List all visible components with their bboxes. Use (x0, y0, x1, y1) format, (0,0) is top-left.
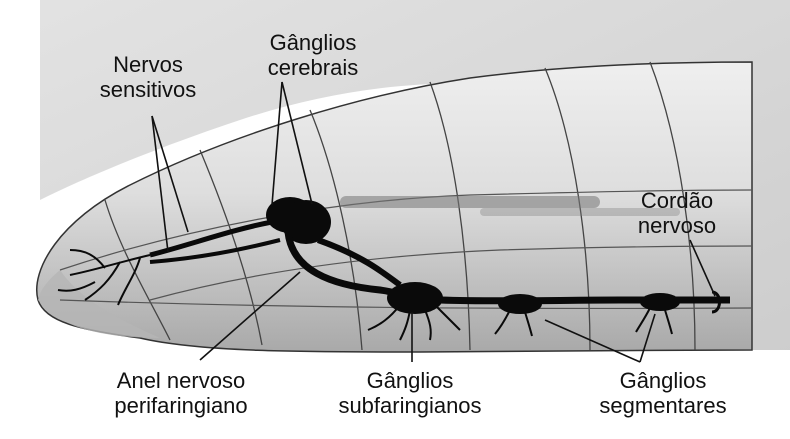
label-nerve-cord-line1: Cordão (622, 188, 732, 213)
label-nerve-cord: Cordão nervoso (622, 188, 732, 238)
label-sensory-nerves-line1: Nervos (88, 52, 208, 77)
segmental-ganglion-2 (640, 293, 680, 311)
label-subfaringeal-ganglia-line2: subfaringianos (320, 393, 500, 418)
label-subfaringeal-ganglia: Gânglios subfaringianos (320, 368, 500, 418)
label-segmental-ganglia: Gânglios segmentares (588, 368, 738, 418)
label-cerebral-ganglia-line2: cerebrais (248, 55, 378, 80)
label-cerebral-ganglia: Gânglios cerebrais (248, 30, 378, 80)
segmental-ganglion-1 (498, 294, 542, 314)
label-perifaringeal-ring-line1: Anel nervoso (96, 368, 266, 393)
label-segmental-ganglia-line2: segmentares (588, 393, 738, 418)
label-sensory-nerves: Nervos sensitivos (88, 52, 208, 102)
label-nerve-cord-line2: nervoso (622, 213, 732, 238)
label-perifaringeal-ring-line2: perifaringiano (96, 393, 266, 418)
label-segmental-ganglia-line1: Gânglios (588, 368, 738, 393)
label-sensory-nerves-line2: sensitivos (88, 77, 208, 102)
label-perifaringeal-ring: Anel nervoso perifaringiano (96, 368, 266, 418)
label-subfaringeal-ganglia-line1: Gânglios (320, 368, 500, 393)
label-cerebral-ganglia-line1: Gânglios (248, 30, 378, 55)
